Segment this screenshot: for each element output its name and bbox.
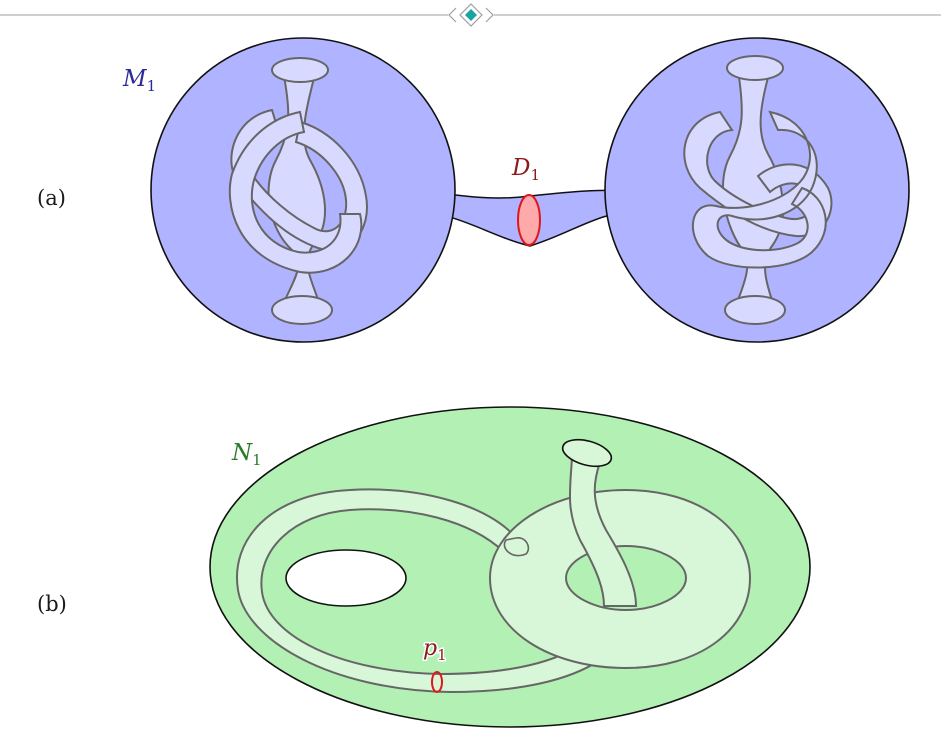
label-d1: D1 xyxy=(511,155,540,184)
vertical-tube xyxy=(503,438,638,607)
panel-a: (a) M1 xyxy=(37,37,910,343)
label-p1: p1 xyxy=(423,636,447,664)
panel-a-label: (a) xyxy=(37,186,66,210)
curve-p1 xyxy=(431,671,443,693)
diamond-ornament-icon xyxy=(448,3,494,27)
label-m1: M1 xyxy=(122,66,156,95)
hole xyxy=(285,549,407,607)
knot-tube-right xyxy=(683,55,833,325)
disk-d1 xyxy=(517,194,541,246)
label-n1: N1 xyxy=(231,440,262,469)
knot-tube-left xyxy=(228,57,368,325)
panel-b-label: (b) xyxy=(37,592,67,616)
torus-handle xyxy=(488,488,752,670)
top-divider xyxy=(0,3,941,27)
panel-b: (b) N1 p1 xyxy=(37,406,811,728)
